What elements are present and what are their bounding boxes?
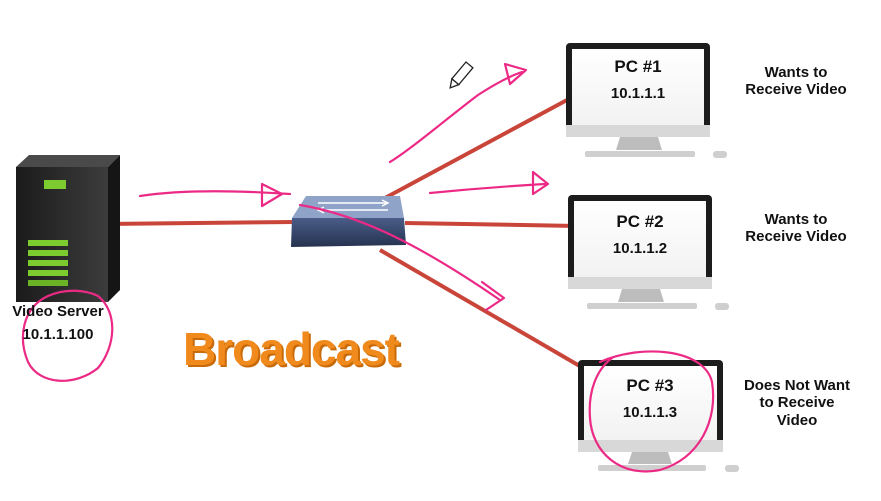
link-server-switch — [104, 220, 296, 226]
link-switch-pc1 — [384, 91, 581, 200]
pc1-ip: 10.1.1.1 — [610, 84, 666, 102]
pc3-status-line3: Video — [776, 411, 818, 429]
link-switch-pc2 — [404, 221, 579, 228]
pc3-screen-label: PC #3 10.1.1.3 — [588, 376, 712, 421]
annotation-arrow-pc2 — [428, 182, 547, 195]
pc1-status-line1: Wants to — [764, 64, 828, 81]
pc2-status: Wants to Receive Video — [733, 211, 859, 246]
pc3-status-line2: to Receive — [759, 394, 835, 412]
pc1-screen-label: PC #1 10.1.1.1 — [576, 57, 700, 102]
pc2-name: PC #2 — [616, 212, 664, 231]
diagram-title: Broadcast — [183, 323, 400, 375]
annotation-arrowhead-pc3 — [480, 280, 506, 312]
server-icon — [16, 155, 120, 302]
pc1-status: Wants to Receive Video — [733, 64, 859, 99]
switch-icon — [291, 196, 406, 247]
pc1-status-line2: Receive Video — [745, 81, 847, 99]
annotation-arrow-pc3 — [298, 203, 502, 302]
links — [104, 91, 592, 374]
pc2-status-line1: Wants to — [764, 211, 828, 228]
pencil-cursor-icon — [449, 61, 474, 89]
pc3-status-line1: Does Not Want — [743, 377, 851, 394]
server-name: Video Server — [12, 303, 104, 320]
monitor-icon — [566, 43, 739, 472]
pc2-screen-label: PC #2 10.1.1.2 — [578, 212, 702, 257]
annotation-arrowhead-pc2 — [531, 170, 550, 196]
server-label: Video Server 10.1.1.100 — [8, 303, 108, 344]
annotation-arrowhead-pc1 — [503, 62, 528, 86]
pc3-status: Does Not Want to Receive Video — [730, 377, 864, 429]
annotation-arrow-to-switch — [138, 190, 292, 198]
pc3-ip: 10.1.1.3 — [622, 403, 678, 421]
annotations — [21, 62, 715, 473]
pc3-name: PC #3 — [626, 376, 674, 395]
annotation-circle-pc3 — [588, 350, 715, 473]
annotation-circle-server-ip — [21, 289, 114, 382]
pc2-ip: 10.1.1.2 — [612, 239, 668, 257]
pc2-status-line2: Receive Video — [745, 228, 847, 246]
pc1-name: PC #1 — [614, 57, 662, 76]
server-ip: 10.1.1.100 — [22, 326, 94, 344]
link-switch-pc3 — [378, 248, 592, 374]
annotation-arrowhead-switch — [260, 182, 284, 208]
